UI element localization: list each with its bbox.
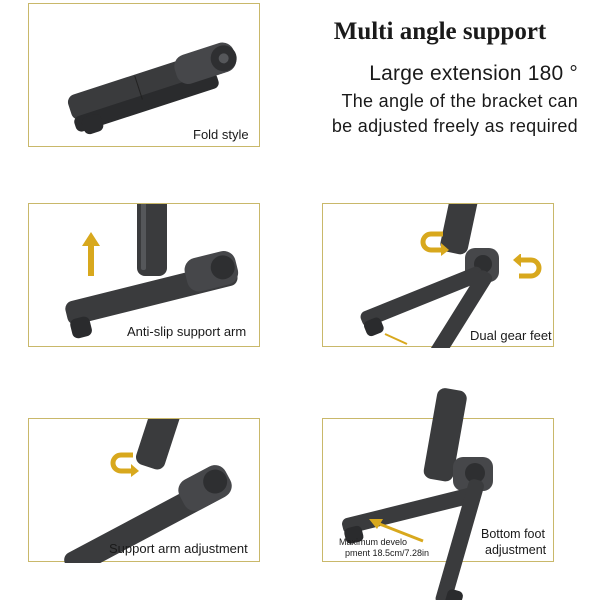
folded-stand-image — [67, 42, 237, 135]
diagonal-arrow-icon — [369, 519, 424, 543]
rotate-arrow-icon — [110, 452, 139, 477]
caption-adjustment: adjustment — [485, 543, 547, 557]
rotate-left-arrow-icon — [420, 231, 449, 256]
stand-tripod-image — [360, 204, 499, 348]
rotate-right-arrow-icon — [513, 254, 542, 279]
caption-fold-style: Fold style — [193, 127, 249, 142]
panel-support-arm-adjustment: Support arm adjustment — [28, 418, 260, 563]
max-development-note-line-1: Maximum develo — [339, 537, 408, 547]
caption-bottom-foot: Bottom foot — [481, 527, 545, 541]
description-line-1: The angle of the bracket can — [341, 91, 578, 111]
caption-support-arm-adjustment: Support arm adjustment — [109, 541, 248, 556]
stand-tilted-arm-image — [64, 419, 232, 563]
caption-dual-gear-feet: Dual gear feet — [470, 328, 552, 343]
caption-anti-slip-arm: Anti-slip support arm — [127, 324, 247, 339]
description-line-2: be adjusted freely as required — [331, 116, 578, 136]
panel-bottom-foot-adjustment: Maximum develo pment 18.5cm/7.28in Botto… — [322, 388, 554, 600]
page-title: Multi angle support — [333, 18, 547, 45]
panel-dual-gear-feet: Dual gear feet — [322, 203, 554, 348]
subtitle-extension: Large extension 180 ° — [369, 62, 578, 85]
panel-anti-slip-arm: Anti-slip support arm — [28, 203, 260, 347]
stand-upright-arm-image — [65, 204, 239, 339]
panel-fold-style: Fold style — [28, 3, 260, 147]
max-development-note-line-2: pment 18.5cm/7.28in — [345, 548, 430, 558]
stand-extended-feet-image — [342, 388, 493, 600]
up-arrow-icon — [82, 232, 100, 276]
